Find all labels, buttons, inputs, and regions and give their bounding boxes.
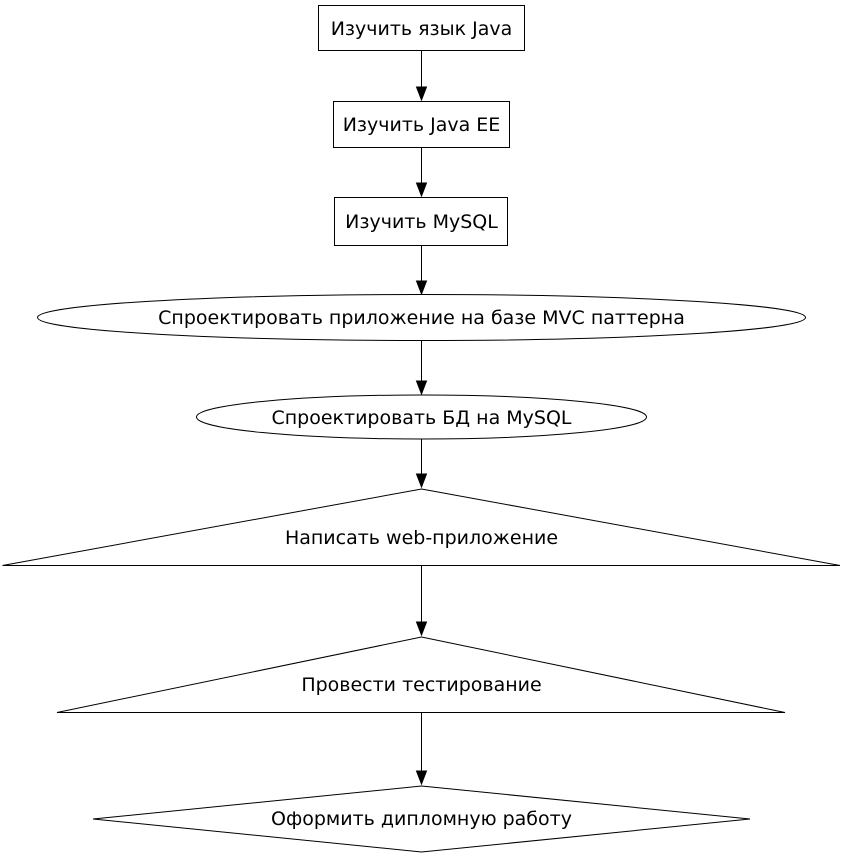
- node-write-diploma: Оформить дипломную работу: [92, 785, 751, 853]
- arrowhead-down-icon: [415, 473, 428, 489]
- study-mysql-box: [334, 197, 508, 246]
- node-design-mvc-app: Спроектировать приложение на базе MVC па…: [37, 294, 806, 341]
- write-web-app-label: Написать web-приложение: [285, 527, 558, 549]
- node-study-mysql: Изучить MySQL: [334, 197, 508, 246]
- design-db-mysql-label: Спроектировать БД на MySQL: [271, 407, 571, 429]
- node-study-java-ee: Изучить Java EE: [333, 101, 510, 148]
- arrowhead-down-icon: [415, 770, 428, 786]
- arrowhead-down-icon: [415, 86, 428, 102]
- run-testing-label: Провести тестирование: [301, 674, 541, 696]
- node-run-testing: Провести тестирование: [56, 636, 786, 713]
- edge-study-java-to-study-java-ee: [415, 50, 428, 102]
- study-java-ee-box: [333, 101, 510, 148]
- edge-run-testing-to-write-diploma: [415, 712, 428, 786]
- edge-study-java-ee-to-study-mysql: [415, 147, 428, 198]
- edge-design-mvc-app-to-design-db-mysql: [415, 340, 428, 396]
- edge-design-db-mysql-to-write-web-app: [415, 439, 428, 489]
- study-java-ee-label: Изучить Java EE: [343, 114, 501, 136]
- arrowhead-down-icon: [415, 621, 428, 637]
- study-java-box: [318, 5, 525, 51]
- write-diploma-diamond: [92, 785, 751, 853]
- edge-study-mysql-to-design-mvc-app: [415, 245, 428, 296]
- design-mvc-app-label: Спроектировать приложение на базе MVC па…: [158, 307, 685, 329]
- arrowhead-down-icon: [415, 380, 428, 396]
- study-mysql-label: Изучить MySQL: [345, 211, 498, 233]
- node-design-db-mysql: Спроектировать БД на MySQL: [196, 394, 647, 440]
- arrowhead-down-icon: [415, 280, 428, 296]
- study-java-label: Изучить язык Java: [331, 18, 513, 40]
- arrowhead-down-icon: [415, 182, 428, 198]
- node-study-java: Изучить язык Java: [318, 5, 525, 51]
- write-diploma-label: Оформить дипломную работу: [271, 808, 572, 830]
- node-write-web-app: Написать web-приложение: [2, 488, 841, 566]
- edge-write-web-app-to-run-testing: [415, 565, 428, 637]
